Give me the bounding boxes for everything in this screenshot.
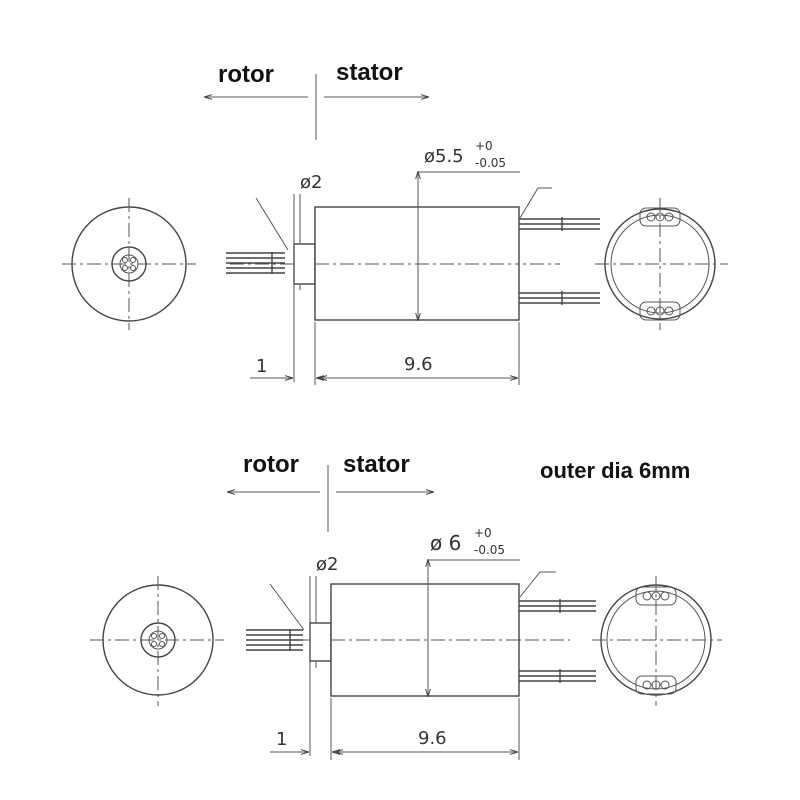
left-end-view — [90, 576, 224, 706]
bottom-view: rotor stator outer dia 6mm — [90, 451, 722, 760]
outer-diameter-label: ø5.5 — [424, 146, 464, 167]
outer-diameter-upper-tol: +0 — [474, 526, 492, 540]
stator-label: stator — [336, 59, 403, 86]
offset-dimension: 1 — [276, 729, 287, 750]
stator-label: stator — [343, 451, 410, 478]
right-end-view — [592, 576, 722, 706]
length-dimension: 9.6 — [418, 728, 447, 749]
offset-dimension: 1 — [256, 356, 267, 377]
rotor-label: rotor — [218, 61, 274, 88]
outer-diameter-upper-tol: +0 — [475, 139, 493, 153]
rotor-label: rotor — [243, 451, 299, 478]
side-view: ø2 ø5.5 +0 -0.05 — [226, 139, 600, 385]
outer-diameter-note: outer dia 6mm — [540, 458, 690, 483]
rotor-shaft — [293, 243, 316, 285]
stator-wires-upper — [519, 217, 600, 231]
outer-diameter-lower-tol: -0.05 — [474, 543, 505, 557]
stator-wires-upper — [519, 599, 596, 613]
outer-diameter-lower-tol: -0.05 — [475, 156, 506, 170]
shaft-diameter-label: ø2 — [300, 172, 322, 193]
left-end-view — [62, 198, 196, 330]
shaft-diameter-label: ø2 — [316, 554, 338, 575]
top-view: rotor stator — [62, 59, 728, 385]
rotor-shaft — [309, 622, 332, 662]
side-view: ø2 ø 6 +0 -0.05 — [246, 526, 596, 760]
stator-wires-lower — [519, 669, 596, 683]
stator-wires-lower — [519, 291, 600, 305]
right-end-view — [595, 198, 728, 330]
length-dimension: 9.6 — [404, 354, 433, 375]
outer-diameter-label: ø 6 — [430, 531, 461, 555]
